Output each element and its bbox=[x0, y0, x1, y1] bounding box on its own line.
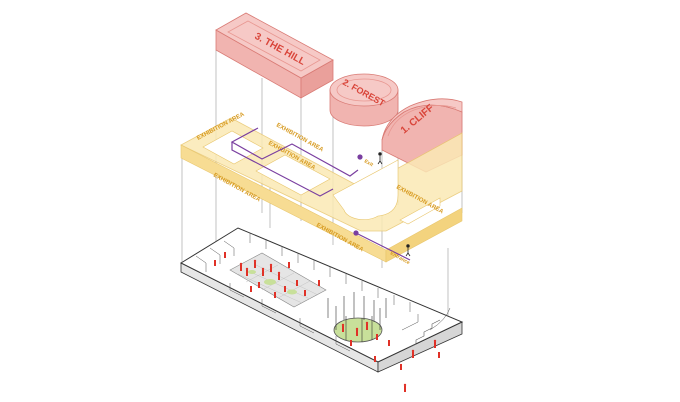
exit-label: Exit bbox=[363, 159, 374, 169]
zone-forest: 2. FOREST bbox=[329, 73, 399, 127]
exhibition-band: EXHIBITION AREA EXHIBITION AREA EXHIBITI… bbox=[180, 111, 463, 263]
zone-hill: 3. THE HILL bbox=[215, 12, 334, 99]
building-base bbox=[179, 227, 464, 392]
walking-person-icon bbox=[377, 152, 411, 257]
visitor-figures bbox=[214, 252, 440, 392]
circulation-path bbox=[230, 127, 411, 261]
